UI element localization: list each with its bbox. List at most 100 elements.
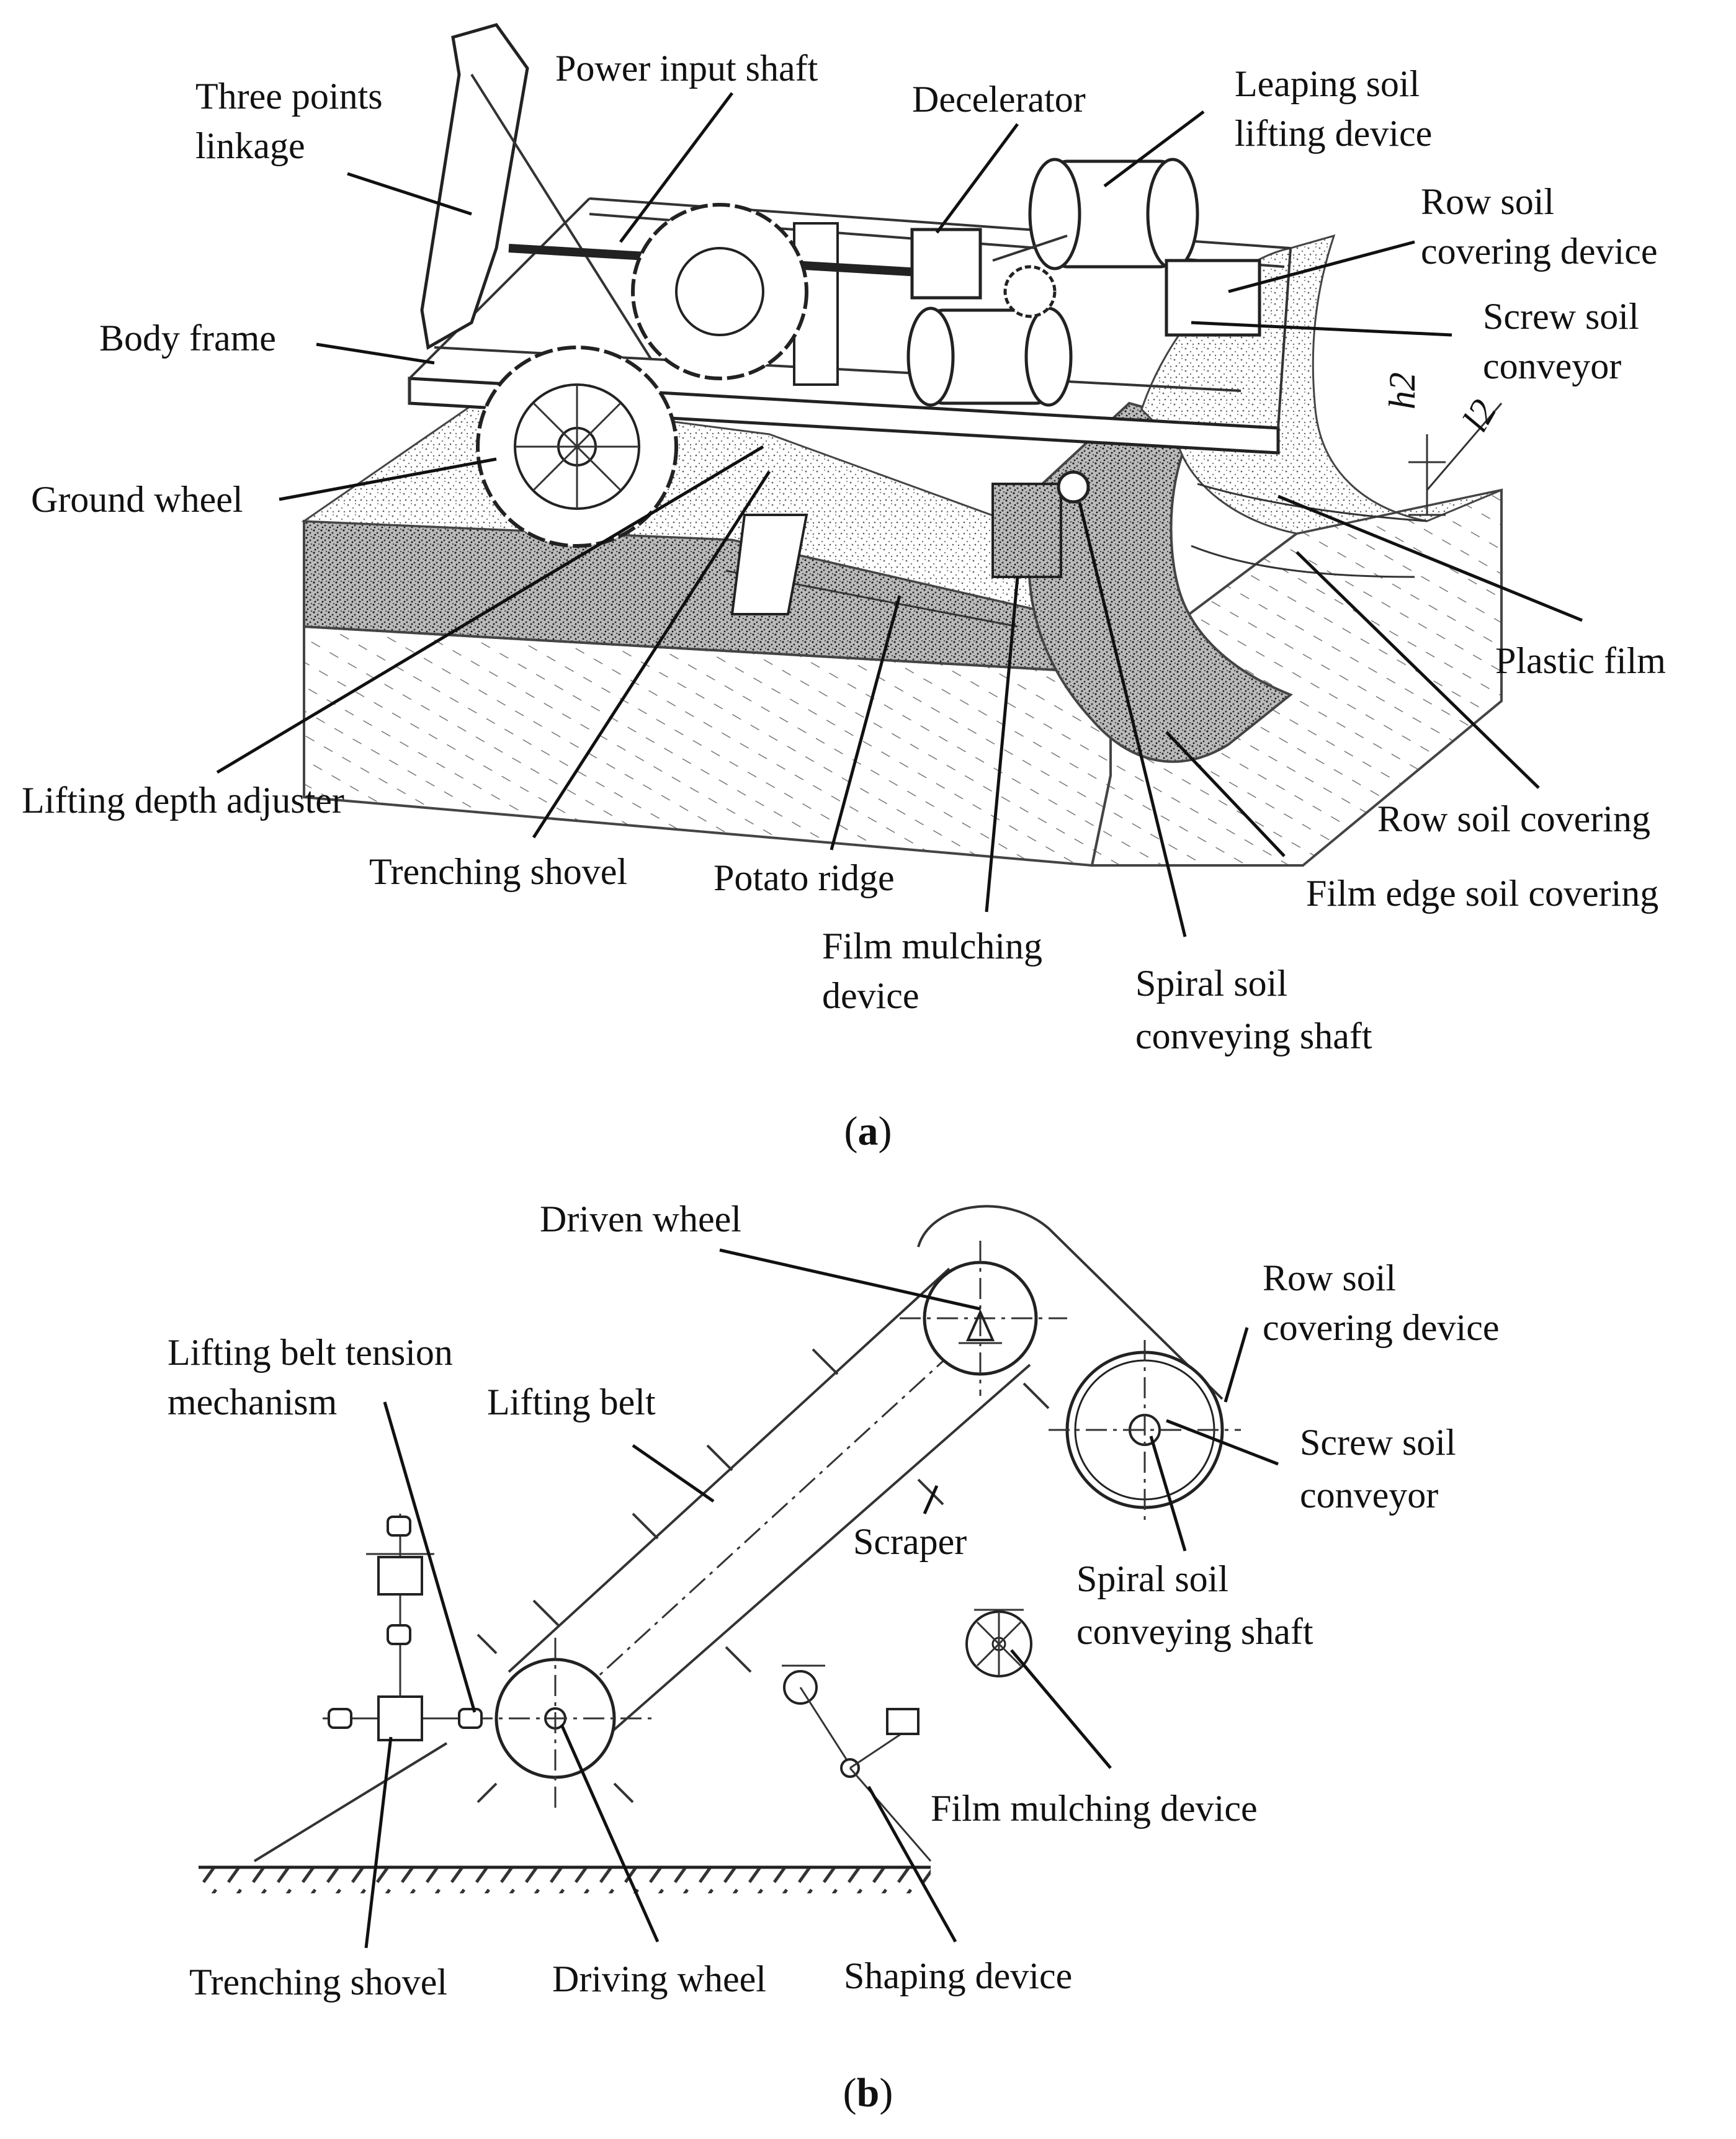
label-row-soil-covering-device-2: covering device (1421, 231, 1657, 272)
leader-scraper (923, 1485, 939, 1515)
label-driven-wheel: Driven wheel (540, 1199, 741, 1239)
label-lifting-belt-tension-mechanism-2: mechanism (168, 1382, 337, 1422)
label-three-points-linkage-2: linkage (195, 125, 305, 166)
scraper-1 (532, 1599, 560, 1627)
label-spiral-soil-conveying-shaft-2: conveying shaft (1135, 1016, 1372, 1056)
leader-film-mulching-device-b (1010, 1649, 1112, 1769)
leader-driven-wheel (719, 1248, 981, 1311)
leader-lifting-depth-adjuster (216, 445, 764, 774)
label-decelerator: Decelerator (912, 79, 1086, 120)
leader-plastic-film (1277, 494, 1583, 622)
screw-soil-conveyor (1049, 1340, 1241, 1520)
leader-screw-soil-conveyor-b (1166, 1419, 1279, 1466)
frame-right-post (1277, 248, 1292, 429)
leader-film-mulching-device (985, 576, 1019, 913)
driven-wheel-support-icon (965, 1309, 995, 1341)
scraper-2 (632, 1512, 659, 1540)
belt-centerline (551, 1320, 988, 1720)
label-film-mulching-device-1: Film mulching (822, 926, 1042, 967)
leader-screw-soil-conveyor (1191, 321, 1452, 337)
label-screw-soil-conveyor-b-1: Screw soil (1300, 1422, 1456, 1463)
scraper-5 (725, 1646, 752, 1673)
label-three-points-linkage-1: Three points (195, 76, 383, 117)
rear-ground-wheel (631, 203, 808, 380)
shaping-device (782, 1664, 932, 1862)
housing-arc (917, 1205, 1224, 1400)
label-driving-wheel: Driving wheel (552, 1958, 766, 1999)
label-lifting-belt-tension-mechanism-1: Lifting belt tension (168, 1332, 453, 1373)
label-spiral-soil-conveying-shaft-1: Spiral soil (1135, 963, 1287, 1004)
leaping-soil-lifting-drum (992, 158, 1199, 270)
figure-a: h2 l2 Three points linkage Power (22, 23, 1666, 1154)
labels-a: Three points linkage Power input shaft D… (22, 48, 1666, 1056)
label-plastic-film: Plastic film (1495, 640, 1666, 681)
label-screw-soil-conveyor-b-2: conveyor (1300, 1475, 1438, 1516)
label-leaping-soil-lifting-device-1: Leaping soil (1235, 63, 1420, 104)
leader-row-soil-covering-device-b (1224, 1327, 1249, 1403)
leader-film-edge-soil-covering (1165, 731, 1286, 857)
driving-wheel (472, 1633, 658, 1811)
leader-row-soil-covering-device (1228, 240, 1415, 293)
leader-driving-wheel (560, 1723, 660, 1943)
three-point-linkage (420, 23, 529, 350)
scraper-7 (1022, 1382, 1050, 1409)
leader-row-soil-covering (1295, 551, 1540, 789)
leader-potato-ridge (830, 595, 902, 851)
label-body-frame: Body frame (99, 318, 276, 359)
label-film-mulching-device-b: Film mulching device (931, 1788, 1258, 1829)
caption-a: (a) (844, 1109, 892, 1154)
leader-power-input-shaft (619, 92, 733, 243)
scraper-6 (917, 1478, 944, 1506)
leader-trenching-shovel (532, 470, 771, 839)
labels-b: Driven wheel Row soil covering device Li… (168, 1199, 1499, 2003)
label-trenching-shovel-b: Trenching shovel (189, 1962, 447, 2003)
label-row-soil-covering: Row soil covering (1377, 798, 1650, 839)
trench-cut (1027, 401, 1293, 763)
decelerator (910, 228, 982, 300)
label-leaping-soil-lifting-device-2: lifting device (1235, 113, 1432, 154)
belt-lower-edge (597, 1364, 1031, 1744)
leader-lines-b (364, 1248, 1279, 1949)
label-screw-soil-conveyor-1: Screw soil (1483, 296, 1639, 337)
leader-three-points-linkage (347, 172, 472, 216)
label-shaping-device: Shaping device (844, 1955, 1072, 1996)
caption-b: (b) (843, 2070, 893, 2115)
leader-ground-wheel (279, 457, 497, 501)
leader-spiral-soil-conveying-shaft-b (1149, 1436, 1187, 1552)
leader-trenching-shovel-b (364, 1736, 393, 1949)
trenching-shovel-blade (253, 1742, 448, 1862)
label-trenching-shovel: Trenching shovel (369, 851, 627, 892)
linkage-brace (470, 73, 653, 361)
tension-mechanism (323, 1514, 490, 1741)
leader-lines-a (216, 92, 1583, 937)
belt-upper-edge (508, 1267, 951, 1673)
label-scraper: Scraper (853, 1521, 967, 1562)
machine-body (408, 23, 1292, 615)
leader-body-frame (316, 342, 435, 365)
label-row-soil-covering-device-1: Row soil (1421, 181, 1554, 222)
film-edge-cover (1191, 545, 1415, 578)
label-screw-soil-conveyor-2: conveyor (1483, 346, 1621, 386)
scraper-4 (812, 1348, 839, 1375)
leader-leaping-soil-lifting-device (1103, 110, 1205, 187)
sprocket (1003, 265, 1057, 318)
l2-symbol: l2 (1454, 393, 1504, 438)
label-film-mulching-device-2: device (822, 975, 919, 1016)
figure-b: Driven wheel Row soil covering device Li… (168, 1199, 1499, 2115)
leader-decelerator (935, 123, 1019, 234)
label-spiral-soil-conveying-shaft-b-2: conveying shaft (1076, 1611, 1313, 1652)
leader-lifting-belt (632, 1444, 715, 1503)
l2-dimension-line (1426, 403, 1503, 491)
h2-symbol: h2 (1382, 372, 1423, 409)
leader-shaping-device (867, 1785, 957, 1943)
label-lifting-depth-adjuster: Lifting depth adjuster (22, 780, 344, 821)
ground-wheel (476, 346, 678, 548)
driven-wheel (900, 1241, 1067, 1396)
label-lifting-belt: Lifting belt (487, 1382, 656, 1422)
ground-line (199, 1865, 931, 1893)
label-row-soil-covering-device-b-2: covering device (1263, 1307, 1499, 1348)
spiral-shaft-end (1057, 470, 1090, 504)
label-spiral-soil-conveying-shaft-b-1: Spiral soil (1076, 1558, 1228, 1599)
label-potato-ridge: Potato ridge (714, 857, 895, 898)
